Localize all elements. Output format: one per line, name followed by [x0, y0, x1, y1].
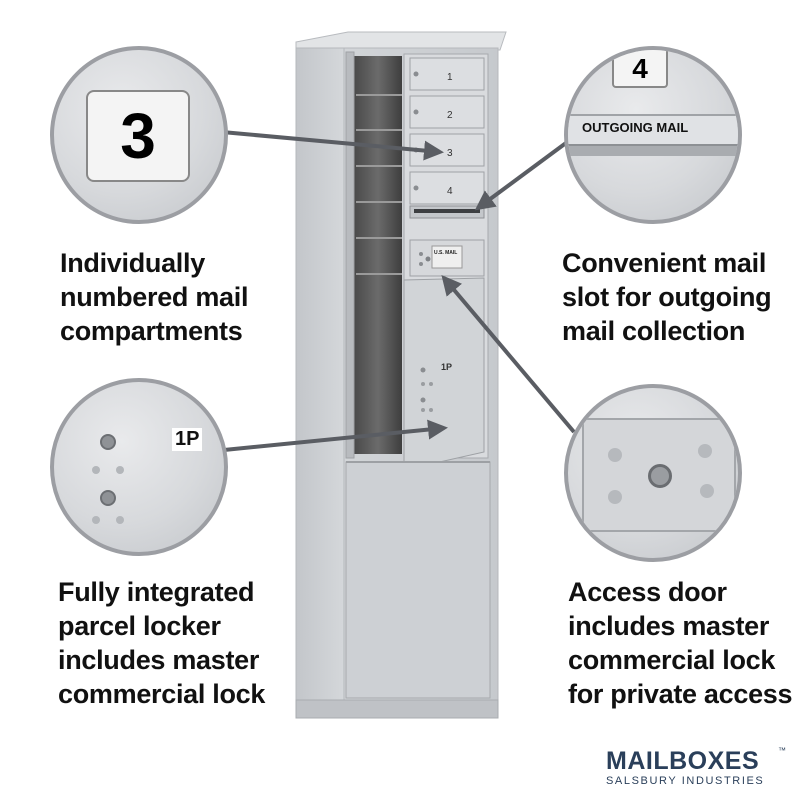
- unit-side-panel: [295, 47, 347, 709]
- caption-line: compartments: [60, 316, 243, 346]
- door-number-3: 3: [447, 148, 453, 159]
- callout-outgoing-slot: 4 OUTGOING MAIL: [564, 46, 742, 224]
- callout-compartment-number: 3: [50, 46, 228, 224]
- caption-line: Fully integrated: [58, 577, 255, 607]
- caption-line: commercial lock: [568, 645, 776, 675]
- lock-icon: [100, 490, 116, 506]
- caption-line: numbered mail: [60, 282, 249, 312]
- caption-line: Convenient mail: [562, 248, 767, 278]
- parcel-callout-label: 1P: [172, 428, 203, 451]
- rivet-icon: [116, 516, 124, 524]
- compartment-door-2[interactable]: 2: [409, 95, 485, 129]
- master-door-interior: [354, 56, 402, 454]
- brand-tagline: SALSBURY INDUSTRIES: [606, 775, 765, 787]
- callout-parcel-locker: 1P: [50, 378, 228, 556]
- caption-line: mail collection: [562, 316, 746, 346]
- access-door[interactable]: U.S. MAIL: [409, 239, 485, 277]
- slot-lip: [568, 146, 738, 156]
- arrow-access: [441, 274, 576, 434]
- caption-line: for private access: [568, 679, 793, 709]
- caption-line: Individually: [60, 248, 205, 278]
- rivet-icon: [116, 466, 124, 474]
- caption-compartments: Individually numbered mail compartments: [60, 246, 248, 348]
- arrow-compartments: [221, 130, 444, 161]
- caption-line: slot for outgoing: [562, 282, 772, 312]
- outgoing-number-plate: 4: [612, 50, 668, 88]
- outgoing-label: OUTGOING MAIL: [582, 120, 689, 135]
- rivet-icon: [608, 448, 622, 462]
- door-number-2: 2: [447, 110, 453, 121]
- master-lock-icon: [648, 464, 672, 488]
- door-number-4: 4: [447, 186, 453, 197]
- trademark: ™: [778, 746, 786, 755]
- number-plate: 3: [86, 90, 190, 182]
- outgoing-label-strip: [568, 114, 738, 146]
- caption-line: commercial lock: [58, 679, 266, 709]
- caption-parcel-locker: Fully integrated parcel locker includes …: [58, 575, 265, 711]
- outgoing-mail-slot[interactable]: [409, 205, 485, 219]
- arrow-outgoing: [474, 138, 572, 211]
- rivet-icon: [92, 466, 100, 474]
- pedestal-lower-panel: [345, 461, 491, 699]
- pointer-arrows: [221, 130, 576, 452]
- rivet-icon: [700, 484, 714, 498]
- unit-top-cap: [295, 31, 507, 51]
- rivet-icon: [698, 444, 712, 458]
- caption-access-door: Access door includes master commercial l…: [568, 575, 793, 711]
- compartment-door-4[interactable]: 4: [409, 171, 485, 205]
- caption-line: parcel locker: [58, 611, 221, 641]
- brand-logo[interactable]: MAILBOXES ™ SALSBURY INDUSTRIES: [606, 746, 786, 788]
- parcel-locker-door[interactable]: 1P: [403, 277, 485, 471]
- lock-icon: [100, 434, 116, 450]
- parcel-door-number: 1P: [441, 362, 452, 372]
- unit-base: [295, 699, 499, 719]
- usmail-label: U.S. MAIL: [434, 250, 457, 256]
- compartment-door-1[interactable]: 1: [409, 57, 485, 91]
- caption-line: Access door: [568, 577, 727, 607]
- interior-shelves: [356, 94, 402, 275]
- brand-name: MAILBOXES: [606, 747, 760, 775]
- caption-line: includes master: [58, 645, 260, 675]
- caption-outgoing-slot: Convenient mail slot for outgoing mail c…: [562, 246, 772, 348]
- rivet-icon: [608, 490, 622, 504]
- open-door-edge: [345, 51, 355, 459]
- rivet-icon: [92, 516, 100, 524]
- door-number-1: 1: [447, 72, 453, 83]
- arrow-parcel: [223, 419, 448, 452]
- caption-line: includes master: [568, 611, 770, 641]
- callout-access-door: [564, 384, 742, 562]
